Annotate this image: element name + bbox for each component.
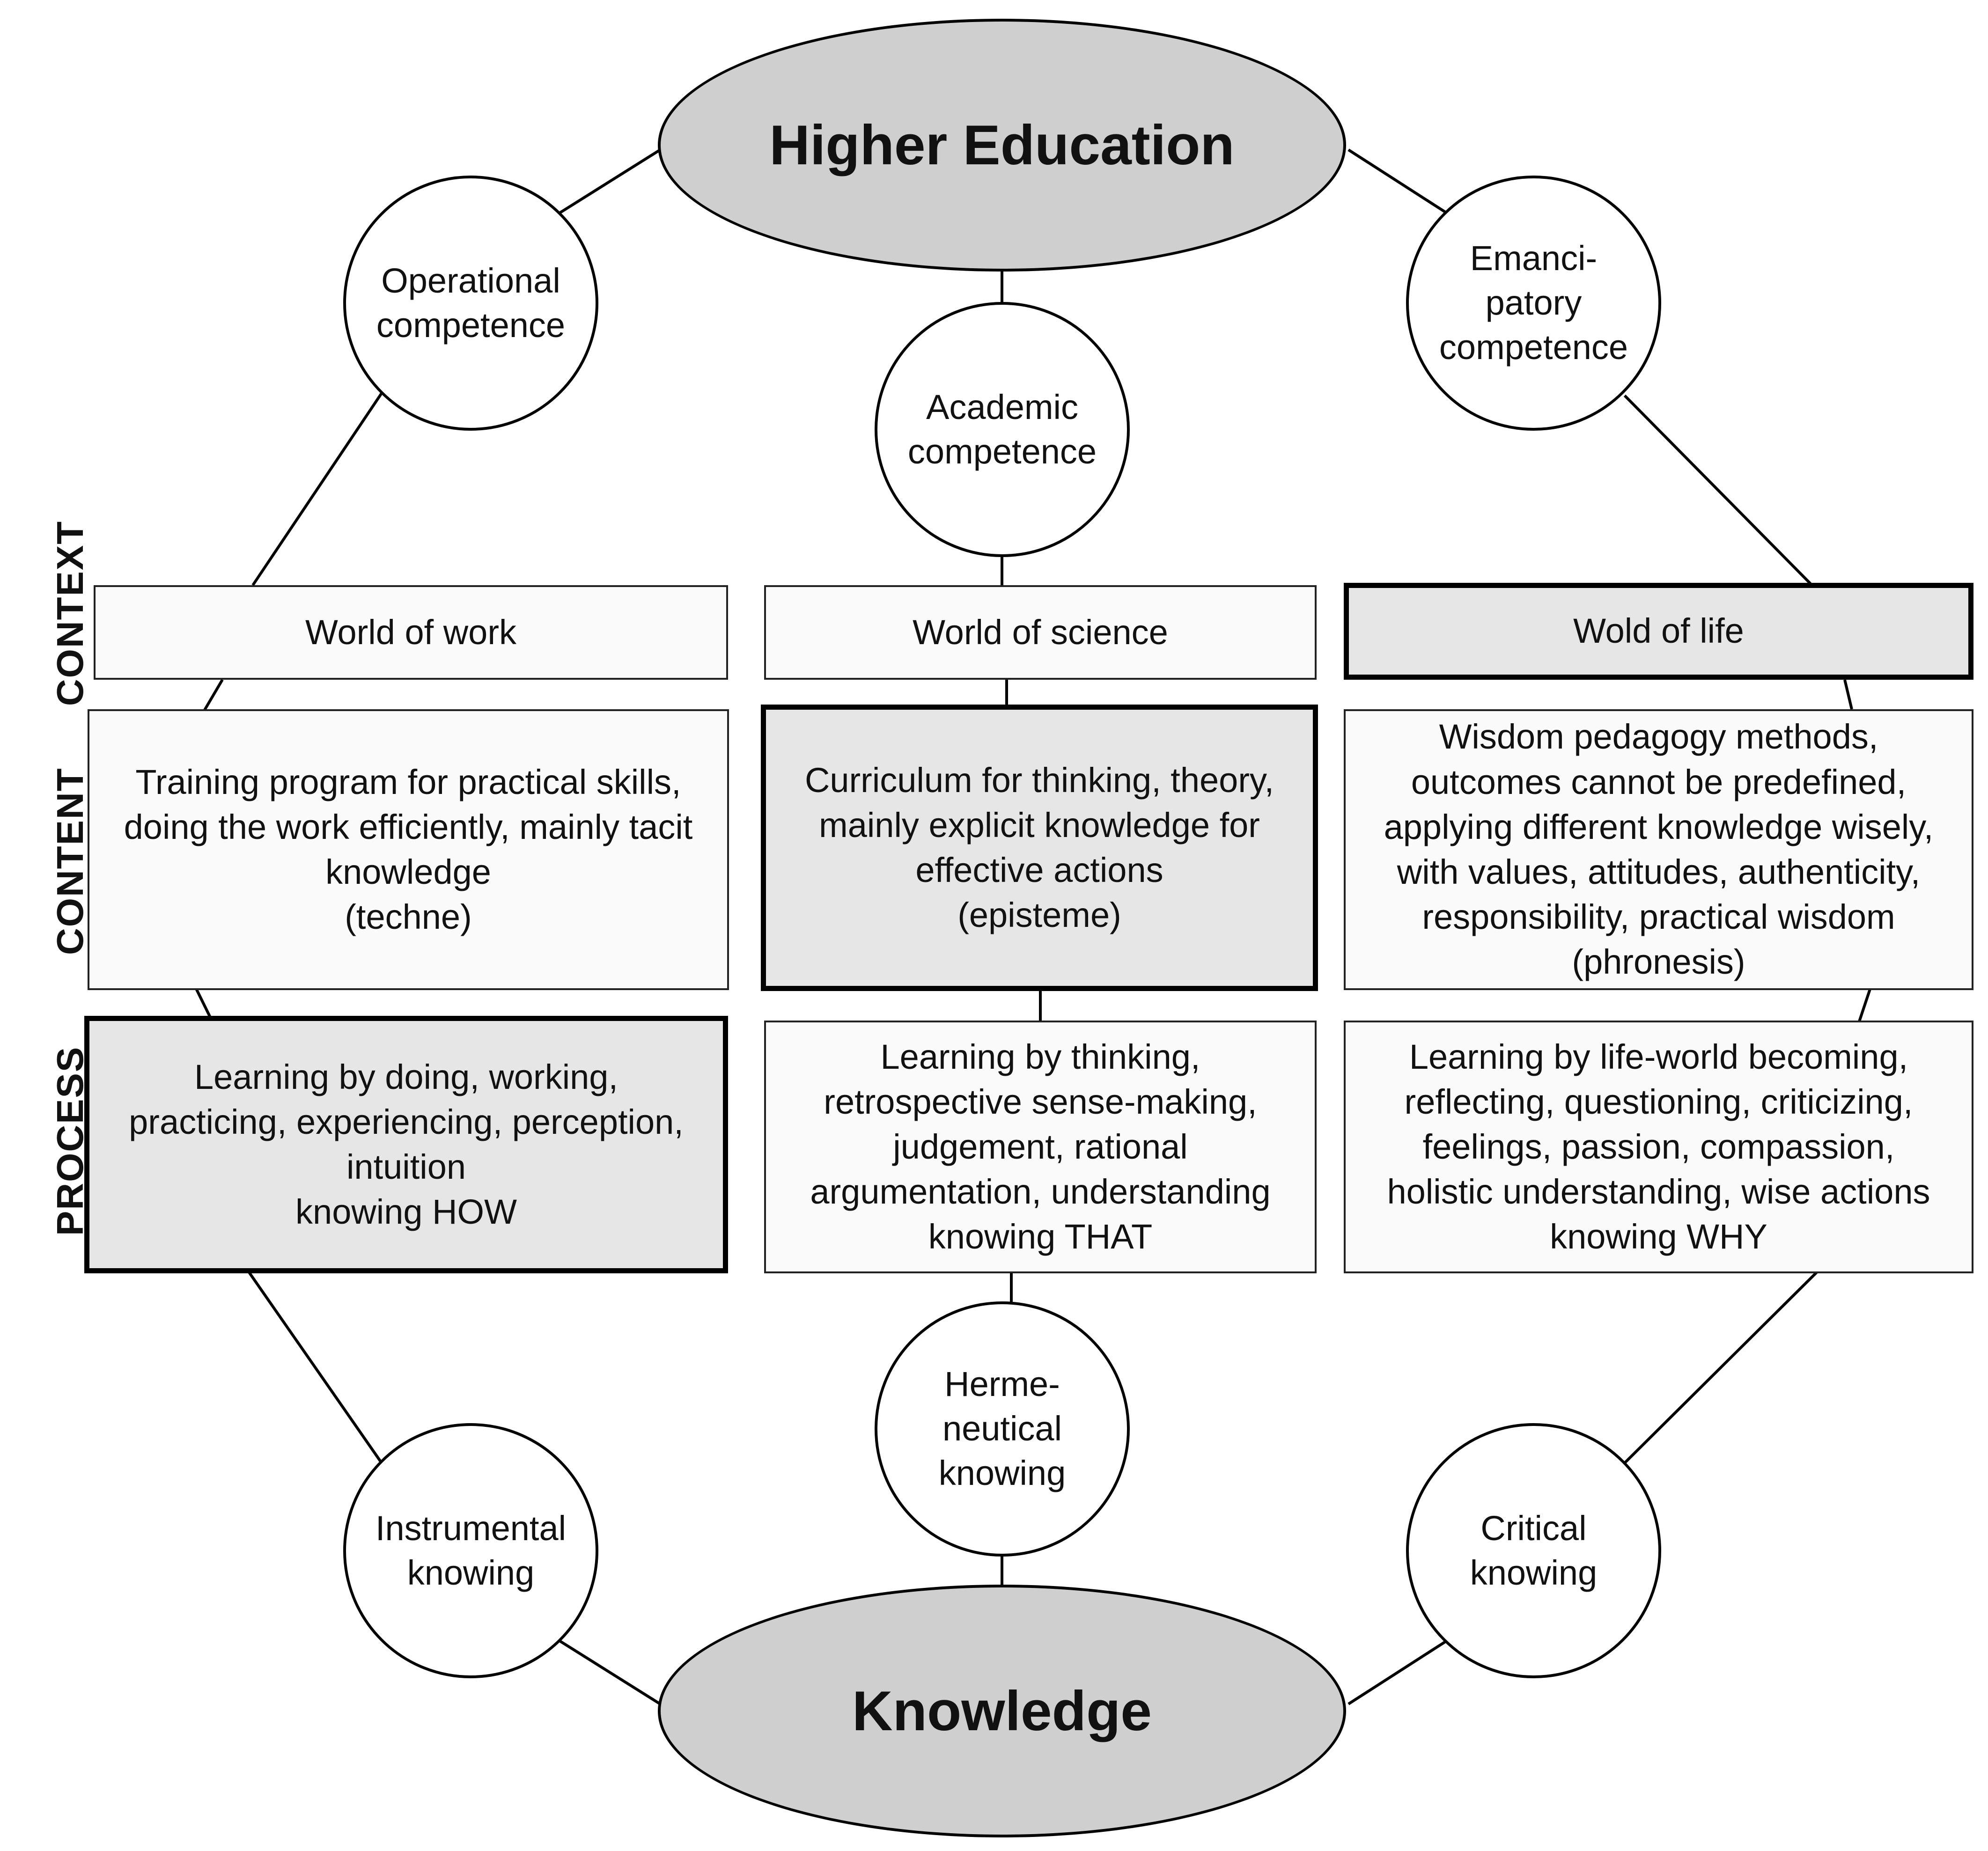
critical-knowing-label: Critical knowing (1470, 1508, 1598, 1592)
process-text-that: Learning by thinking, retrospective sens… (810, 1037, 1271, 1256)
higher-education-label: Higher Education (769, 114, 1235, 176)
connector-line (251, 392, 383, 586)
connector-line (559, 1639, 661, 1705)
hermeneutical-knowing-label: Herme- neutical knowing (938, 1365, 1066, 1492)
context-text-work: World of work (305, 612, 516, 652)
content-text-phronesis: Wisdom pedagogy methods, outcomes cannot… (1384, 717, 1934, 982)
instrumental-knowing-label: Instrumental knowing (375, 1508, 567, 1592)
process-box-why: Learning by life-world becoming, reflect… (1344, 1021, 1973, 1273)
content-text-techne: Training program for practical skills, d… (124, 762, 693, 937)
context-box-life: Wold of life (1344, 583, 1973, 680)
connector-line (1347, 148, 1448, 214)
context-box-science: World of science (764, 585, 1317, 680)
context-text-science: World of science (913, 612, 1168, 652)
process-text-how: Learning by doing, working, practicing, … (129, 1057, 684, 1232)
emancipatory-competence-label: Emanci- patory competence (1439, 239, 1628, 367)
content-box-episteme: Curriculum for thinking, theory, mainly … (761, 705, 1318, 991)
connector-line (202, 679, 224, 712)
knowledge-label: Knowledge (852, 1680, 1152, 1742)
connector-line (194, 987, 212, 1019)
row-label-context: CONTEXT (49, 520, 91, 706)
process-text-why: Learning by life-world becoming, reflect… (1387, 1037, 1930, 1256)
content-box-techne: Training program for practical skills, d… (88, 709, 729, 990)
connector-line (1347, 1639, 1448, 1705)
operational-competence-node: Operational competence (343, 176, 598, 431)
context-box-work: World of work (94, 585, 728, 680)
connector-line (1843, 679, 1853, 710)
academic-competence-node: Academic competence (875, 302, 1130, 557)
emancipatory-competence-node: Emanci- patory competence (1406, 176, 1661, 431)
connector-line (1623, 394, 1813, 587)
operational-competence-label: Operational competence (376, 261, 566, 345)
content-text-episteme: Curriculum for thinking, theory, mainly … (804, 760, 1274, 935)
instrumental-knowing-node: Instrumental knowing (343, 1423, 598, 1678)
knowledge-node: Knowledge (658, 1585, 1346, 1837)
hermeneutical-knowing-node: Herme- neutical knowing (875, 1301, 1130, 1557)
process-box-how: Learning by doing, working, practicing, … (84, 1016, 728, 1273)
connector-line (1857, 987, 1872, 1023)
process-box-that: Learning by thinking, retrospective sens… (764, 1021, 1317, 1273)
content-box-phronesis: Wisdom pedagogy methods, outcomes cannot… (1344, 709, 1973, 990)
context-text-life: Wold of life (1573, 611, 1744, 651)
higher-education-node: Higher Education (658, 19, 1346, 272)
connector-line (247, 1270, 383, 1464)
connector-line (559, 148, 661, 214)
academic-competence-label: Academic competence (907, 387, 1097, 471)
critical-knowing-node: Critical knowing (1406, 1423, 1661, 1678)
connector-line (1623, 1271, 1818, 1464)
